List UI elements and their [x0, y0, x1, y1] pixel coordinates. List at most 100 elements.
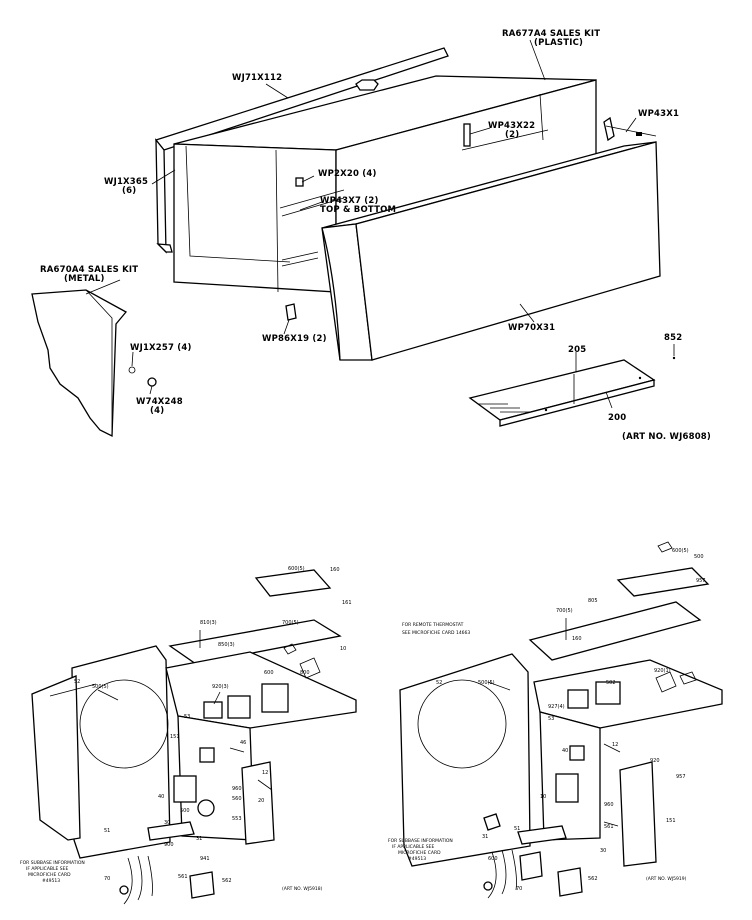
br-callout-11: 53 [548, 716, 554, 722]
bottom-right-exploded-diagram: FOR REMOTE THERMOSTAT SEE MICROFICHE CAR… [388, 541, 723, 899]
bl-callout-8: 920(3) [212, 684, 229, 690]
label-wp86x19: WP86X19 (2) [262, 334, 327, 344]
br-callout-21: 31 [482, 834, 488, 840]
br-footnote-line-1: FOR SUBBASE INFORMATION [388, 838, 453, 844]
br-art-no: (ART NO. WJ5919) [646, 876, 687, 882]
br-callout-17: 10 [540, 794, 546, 800]
br-callout-1: 500 [694, 554, 704, 560]
bl-art-no: (ART NO. WJ5918) [282, 886, 323, 892]
bl-callout-29: 70 [104, 876, 110, 882]
label-wp43x1: WP43X1 [638, 109, 679, 119]
bl-callout-16: 960 [232, 786, 242, 792]
bl-callout-22: 30 [164, 820, 170, 826]
bl-callout-18: 560 [232, 796, 242, 802]
bl-callout-10: 800 [300, 670, 310, 676]
br-callout-3: 700(5) [556, 608, 573, 614]
bl-callout-6: 52 [74, 679, 80, 685]
label-part-852: 852 [664, 333, 682, 343]
bl-callout-14: 46 [240, 740, 246, 746]
bottom-left-exploded-diagram: 600(5) 160 161 810(3) 700(5) 850(3) 52 5… [20, 566, 357, 905]
br-footnote-line-2: IF APPLICABLE SEE [392, 844, 434, 850]
bottom-left-callouts: 600(5) 160 161 810(3) 700(5) 850(3) 52 5… [74, 566, 352, 884]
label-wp43x22: WP43X22 [488, 121, 535, 131]
sleeve-flange-panel [154, 47, 449, 254]
bl-callout-3: 810(3) [200, 620, 217, 626]
bl-footnote-line-3: MICROFICHE CARD [28, 872, 71, 878]
label-sales-kit-plastic-material: (PLASTIC) [534, 38, 583, 48]
bl-footnote-line-4: #49513 [42, 878, 60, 884]
br-callout-15: 920 [650, 758, 660, 764]
label-part-200: 200 [608, 413, 626, 423]
bl-callout-26: 941 [200, 856, 210, 862]
br-thermostat-note-line-1: FOR REMOTE THERMOSTAT [402, 622, 464, 628]
bl-callout-0: 600(5) [288, 566, 305, 572]
front-cover-panel [321, 116, 661, 361]
label-wj71x112: WJ71X112 [232, 73, 282, 83]
bl-callout-27: 562 [222, 878, 232, 884]
br-callout-8: 502 [606, 680, 616, 686]
br-callout-19: 151 [666, 818, 676, 824]
br-callout-0: 600(5) [672, 548, 689, 554]
bl-callout-20: 500 [180, 808, 190, 814]
label-w74x248-qty: (4) [150, 406, 164, 416]
bl-callout-17: 40 [158, 794, 164, 800]
bl-callout-2: 161 [342, 600, 352, 606]
br-callout-23: 562 [588, 876, 598, 882]
base-tray [468, 356, 676, 427]
bl-callout-9: 10 [340, 646, 346, 652]
br-callout-7: 500(5) [478, 680, 495, 686]
bl-callout-7: 500(5) [92, 684, 109, 690]
bl-callout-25: 900 [164, 842, 174, 848]
top-leader-lines [85, 39, 675, 409]
br-callout-20: 561 [604, 824, 614, 830]
br-callout-4: 805 [588, 598, 598, 604]
label-wp43x7-note: TOP & BOTTOM [320, 205, 396, 215]
bl-callout-19: 553 [232, 816, 242, 822]
label-wj1x365-qty: (6) [122, 186, 136, 196]
br-callout-13: 12 [612, 742, 618, 748]
bl-callout-12: 53 [184, 714, 190, 720]
br-callout-22: 30 [600, 848, 606, 854]
bl-callout-5: 850(3) [218, 642, 235, 648]
br-callout-25: 600 [488, 856, 498, 862]
top-exploded-diagram: RA677A4 SALES KIT (PLASTIC) WJ71X112 WP4… [31, 29, 711, 442]
br-callout-14: 960 [604, 802, 614, 808]
label-art-no-top: (ART NO. WJ6808) [622, 432, 711, 442]
label-wp43x7: WP43X7 (2) [320, 196, 379, 206]
label-sales-kit-metal-material: (METAL) [64, 274, 105, 284]
bl-callout-28: 561 [178, 874, 188, 880]
br-thermostat-note-line-2: SEE MICROFICHE CARD 14663 [402, 630, 470, 636]
bl-callout-11: 600 [264, 670, 274, 676]
metal-sales-kit-bracket [31, 289, 157, 438]
label-wj1x257: WJ1X257 (4) [130, 343, 192, 353]
label-part-205: 205 [568, 345, 586, 355]
br-callout-6: 52 [436, 680, 442, 686]
br-callout-16: 957 [676, 774, 686, 780]
br-callout-5: 160 [572, 636, 582, 642]
br-callout-9: 920(1) [654, 668, 671, 674]
label-sales-kit-metal: RA670A4 SALES KIT [40, 265, 138, 275]
br-callout-10: 927(4) [548, 704, 565, 710]
bl-callout-23: 51 [104, 828, 110, 834]
br-callout-24: 70 [516, 886, 522, 892]
label-sales-kit-plastic: RA677A4 SALES KIT [502, 29, 600, 39]
clip-part [285, 303, 297, 321]
br-callout-2: 957 [696, 578, 706, 584]
bottom-right-callouts: 600(5) 500 957 700(5) 805 160 52 500(5) … [436, 548, 706, 892]
bl-callout-24: 31 [196, 836, 202, 842]
bl-footnote-line-2: IF APPLICABLE SEE [26, 866, 68, 872]
bl-callout-4: 700(5) [282, 620, 299, 626]
label-wp43x22-qty: (2) [505, 130, 519, 140]
bl-callout-1: 160 [330, 567, 340, 573]
bl-callout-13: 151 [170, 734, 180, 740]
label-w74x248: W74X248 [136, 397, 183, 407]
br-footnote-line-3: MICROFICHE CARD [398, 850, 441, 856]
label-wp2x20: WP2X20 (4) [318, 169, 377, 179]
br-callout-18: 51 [514, 826, 520, 832]
br-footnote-line-4: #49513 [408, 856, 426, 862]
label-wj1x365: WJ1X365 [104, 177, 148, 187]
label-wp70x31: WP70X31 [508, 323, 555, 333]
bl-callout-21: 20 [258, 798, 264, 804]
bl-callout-15: 12 [262, 770, 268, 776]
